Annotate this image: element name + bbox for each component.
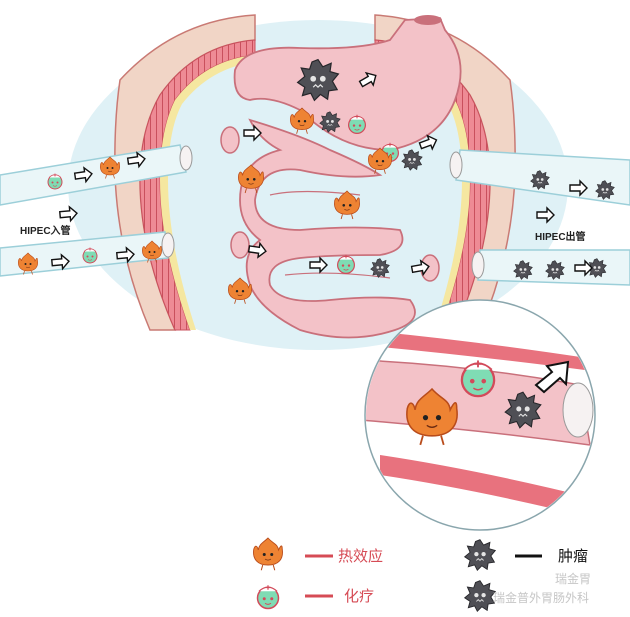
watermark: 瑞金胃 瑞金普外胃肠外科: [493, 571, 591, 605]
legend-heat-label: 热效应: [338, 547, 383, 565]
stomach: [233, 17, 462, 151]
legend: 热效应 化疗 肿瘤: [252, 537, 588, 612]
bowel-stump-left-lower: [230, 231, 250, 259]
magnified-inset: [364, 299, 596, 531]
legend-tumor-label: 肿瘤: [558, 547, 588, 565]
legend-tumor-icon-2: [464, 580, 496, 612]
esophagus-opening: [414, 15, 442, 25]
legend-chemo-label: 化疗: [344, 587, 374, 605]
watermark-line1: 瑞金胃: [555, 571, 591, 586]
outlet-label: HIPEC出管: [535, 230, 586, 243]
legend-fire-icon: [252, 537, 284, 571]
inlet-label: HIPEC入管: [20, 224, 71, 237]
inset-arrow: [534, 360, 570, 394]
bowel-stump-left-upper: [220, 126, 240, 154]
small-intestine: [239, 118, 416, 339]
legend-chemo-icon: [256, 584, 280, 610]
watermark-line2: 瑞金普外胃肠外科: [493, 590, 589, 605]
legend-tumor-icon: [464, 539, 496, 571]
